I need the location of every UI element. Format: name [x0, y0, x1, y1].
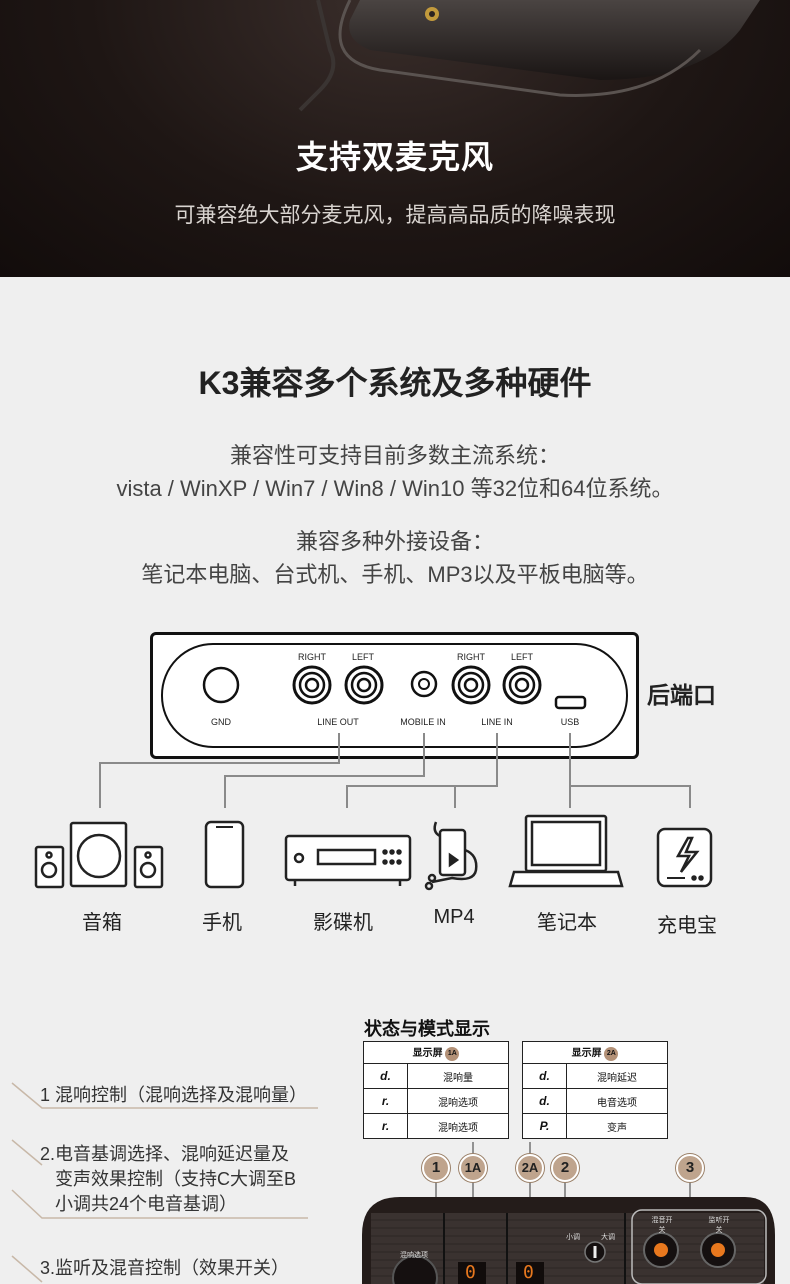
table1-code: r. [363, 1088, 408, 1114]
port-label-right-1: RIGHT [298, 652, 326, 662]
table2-code: d. [522, 1088, 567, 1114]
badge-2: 2 [551, 1154, 579, 1182]
mixer-device-image [362, 1197, 775, 1284]
connector-lines [99, 733, 691, 808]
display-digit-1: 0 [465, 1262, 476, 1283]
rear-port-panel-inner [161, 643, 628, 748]
port-label-mobile-in: MOBILE IN [400, 717, 446, 727]
speaker-set-icon [34, 821, 164, 889]
port-label-gnd: GND [211, 717, 231, 727]
gnd-port-icon [202, 666, 240, 704]
control-item-2-line2: 变声效果控制（支持C大调至B [55, 1169, 297, 1189]
badge-1a: 1A [459, 1154, 487, 1182]
hero-section: 支持双麦克风 可兼容绝大部分麦克风，提高高品质的降噪表现 [0, 0, 790, 277]
badge-1: 1 [422, 1154, 450, 1182]
control-item-2-line3: 小调共24个电音基调） [55, 1194, 238, 1214]
hero-title: 支持双麦克风 [295, 139, 494, 175]
device-label-mp4: MP4 [433, 906, 475, 928]
port-label-left-1: LEFT [351, 652, 374, 662]
device-line-2: 笔记本电脑、台式机、手机、MP3以及平板电脑等。 [141, 562, 649, 587]
hero-subtitle: 可兼容绝大部分麦克风，提高高品质的降噪表现 [174, 204, 616, 227]
port-label-usb: USB [560, 717, 580, 727]
device-label-dvd: 影碟机 [313, 912, 373, 934]
device-label-powerbank: 充电宝 [657, 915, 717, 937]
port-label-line-out: LINE OUT [317, 717, 359, 727]
btn-label-mix: 混音开关 [651, 1217, 673, 1234]
rca-right-in-icon [451, 665, 491, 705]
badge-2a-small: 2A [604, 1046, 619, 1061]
badge-2a: 2A [516, 1154, 544, 1182]
table2-desc: 混响延迟 [566, 1063, 668, 1089]
leader-lines [11, 1082, 318, 1283]
port-label-right-2: RIGHT [457, 652, 485, 662]
laptop-icon [508, 814, 624, 888]
knob-label-reverb: 混响选项 [400, 1252, 428, 1259]
rca-left-in-icon [502, 665, 542, 705]
compat-title: K3兼容多个系统及多种硬件 [198, 365, 592, 401]
display-table-2: 显示屏 2A d.混响延迟 d.电音选项 P.变声 [522, 1041, 668, 1139]
badge-3: 3 [676, 1154, 704, 1182]
switch-label-minor: 小调 [566, 1234, 580, 1241]
badge-1a-small: 1A [445, 1046, 460, 1061]
power-bank-icon [656, 827, 713, 888]
control-item-1: 1 混响控制（混响选择及混响量） [40, 1085, 308, 1105]
table1-desc: 混响选项 [407, 1113, 509, 1139]
microphone-product-image [298, 0, 760, 112]
mobile-in-jack-icon [410, 670, 438, 698]
table2-code: P. [522, 1113, 567, 1139]
rca-left-out-icon [344, 665, 384, 705]
port-label-line-in: LINE IN [481, 717, 513, 727]
device-line-1: 兼容多种外接设备： [295, 529, 494, 554]
dvd-player-icon [284, 834, 412, 886]
control-item-3: 3.监听及混音控制（效果开关） [40, 1258, 290, 1278]
device-label-phone: 手机 [202, 912, 242, 934]
table1-code: r. [363, 1113, 408, 1139]
display-table-1: 显示屏 1A d.混响量 r.混响选项 r.混响选项 [363, 1041, 509, 1139]
system-line-2: vista / WinXP / Win7 / Win8 / Win10 等32位… [116, 476, 674, 501]
rca-right-out-icon [292, 665, 332, 705]
table2-code: d. [522, 1063, 567, 1089]
display-table-1-header: 显示屏 1A [363, 1041, 509, 1064]
status-title: 状态与模式显示 [364, 1019, 490, 1039]
smartphone-icon [204, 820, 245, 889]
usb-port-icon [554, 695, 587, 710]
device-label-speaker: 音箱 [82, 912, 122, 934]
table2-desc: 变声 [566, 1113, 668, 1139]
system-line-1: 兼容性可支持目前多数主流系统： [229, 443, 560, 468]
device-label-laptop: 笔记本 [537, 912, 597, 934]
table1-desc: 混响选项 [407, 1088, 509, 1114]
btn-label-monitor: 监听开关 [708, 1217, 730, 1234]
reverb-knob-icon [392, 1255, 438, 1284]
port-label-left-2: LEFT [510, 652, 533, 662]
control-item-2-line1: 2.电音基调选择、混响延迟量及 [40, 1144, 290, 1164]
mp4-player-icon [424, 821, 478, 891]
display-digit-2: 0 [523, 1262, 534, 1283]
rear-port-label: 后端口 [647, 682, 716, 708]
switch-label-major: 大调 [601, 1234, 615, 1241]
